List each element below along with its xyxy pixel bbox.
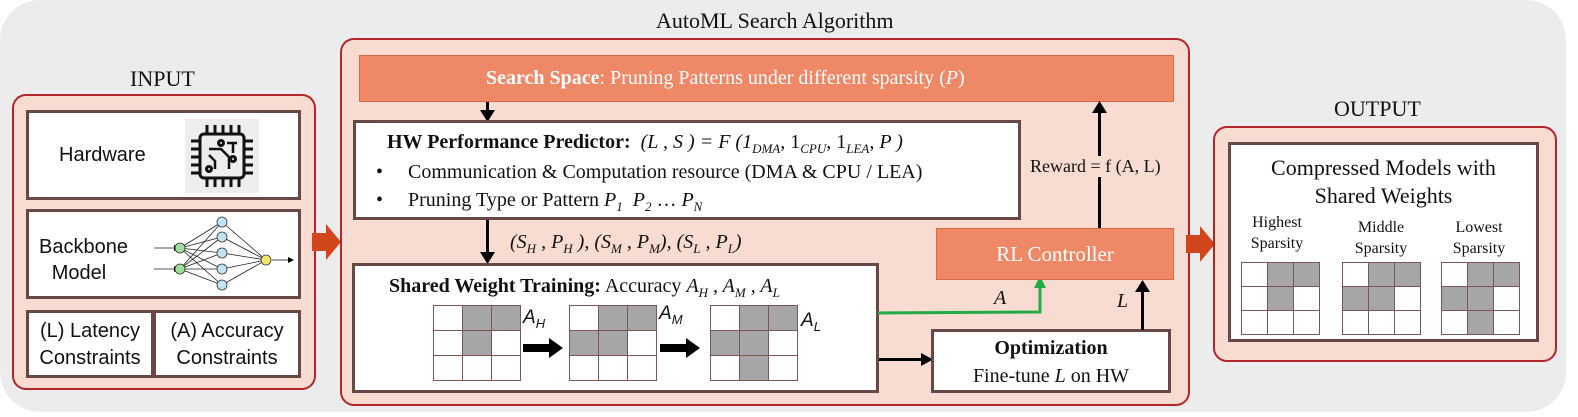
accuracy-label: (A) Accuracy Constraints bbox=[156, 318, 298, 372]
search-space-label: Search Space: Pruning Patterns under dif… bbox=[486, 67, 965, 90]
neural-network-icon bbox=[154, 216, 294, 291]
predictor-bold: HW Performance Predictor: bbox=[387, 131, 631, 153]
search-to-output-arrow bbox=[1186, 226, 1215, 262]
optimization-suffix: on HW bbox=[1070, 365, 1130, 387]
level-middle: Middle Sparsity bbox=[1339, 217, 1423, 259]
label-a-low: AL bbox=[801, 310, 821, 334]
hardware-label: Hardware bbox=[59, 144, 146, 166]
output-grid-high bbox=[1241, 262, 1320, 335]
training-title: Shared Weight Training: Accuracy AH , AM… bbox=[389, 275, 780, 300]
backbone-label: Backbone Model bbox=[39, 234, 128, 286]
predictor-formula: (L , S ) = F (1 bbox=[640, 131, 753, 153]
reward-label: Reward = f (A, L) bbox=[1030, 156, 1161, 177]
level-middle-line2: Sparsity bbox=[1354, 240, 1408, 257]
search-to-predictor-line bbox=[486, 102, 489, 112]
rl-controller-label: RL Controller bbox=[996, 242, 1114, 266]
predictor-bullet-2-text: Pruning Type or Pattern bbox=[408, 189, 600, 211]
optimization-box: Optimization Fine-tune L on HW bbox=[931, 329, 1171, 393]
optimization-fine-tune: Fine-tune bbox=[972, 365, 1050, 387]
level-lowest-line1: Lowest bbox=[1455, 219, 1503, 236]
edge-l-label: L bbox=[1117, 290, 1129, 312]
training-to-opt-line bbox=[879, 358, 923, 361]
accuracy-box: (A) Accuracy Constraints bbox=[153, 310, 301, 378]
hw-predictor-box: HW Performance Predictor: (L , S ) = F (… bbox=[353, 120, 1021, 220]
latency-label: (L) Latency Constraints bbox=[29, 318, 151, 372]
accuracy-feedback-arrow bbox=[878, 276, 1046, 315]
training-bold: Shared Weight Training: bbox=[389, 275, 601, 297]
training-grid-high bbox=[433, 305, 521, 381]
latency-line1: (L) Latency bbox=[39, 320, 141, 342]
reward-arrowhead bbox=[1092, 101, 1107, 113]
predictor-bullet-2: • Pruning Type or Pattern P1 P2 … PN bbox=[376, 189, 703, 214]
predictor-title: HW Performance Predictor: (L , S ) = F (… bbox=[387, 131, 903, 156]
level-highest: Highest Sparsity bbox=[1237, 212, 1317, 254]
backbone-box: Backbone Model bbox=[26, 209, 301, 299]
predictor-dma: DMA bbox=[752, 141, 781, 156]
level-highest-line1: Highest bbox=[1252, 214, 1302, 231]
output-box: Compressed Models with Shared Weights Hi… bbox=[1228, 142, 1539, 342]
input-to-search-arrow bbox=[312, 224, 341, 260]
search-space-bold: Search Space bbox=[486, 67, 600, 89]
accuracy-line1: (A) Accuracy bbox=[170, 320, 284, 342]
optimization-title: Optimization bbox=[994, 337, 1108, 359]
arrow-high-to-mid bbox=[523, 338, 563, 358]
search-space-close: ) bbox=[957, 67, 965, 89]
optimization-to-rl-line bbox=[1141, 290, 1144, 330]
backbone-line2: Model bbox=[51, 262, 107, 284]
edge-a-label: A bbox=[994, 287, 1007, 309]
optimization-to-rl-arrowhead bbox=[1135, 280, 1150, 292]
optimization-text: Fine-tune L on HW bbox=[934, 365, 1168, 388]
output-grid-low bbox=[1441, 262, 1520, 335]
chip-icon bbox=[185, 119, 259, 193]
label-a-high: AH bbox=[523, 307, 546, 331]
predictor-cpu: CPU bbox=[800, 141, 827, 156]
level-lowest-line2: Sparsity bbox=[1452, 240, 1506, 257]
label-a-mid: AM bbox=[659, 303, 683, 327]
output-grid-mid bbox=[1342, 262, 1421, 335]
level-lowest: Lowest Sparsity bbox=[1437, 217, 1521, 259]
search-to-predictor-arrowhead bbox=[480, 110, 495, 122]
training-to-opt-arrowhead bbox=[921, 353, 933, 366]
latency-box: (L) Latency Constraints bbox=[26, 310, 154, 378]
optimization-var: L bbox=[1054, 365, 1066, 387]
search-space-var: P bbox=[945, 67, 958, 89]
sparsity-pairs: (SH , PH ), (SM , PM), (SL , PL) bbox=[510, 231, 742, 256]
predictor-bullet-1-text: Communication & Computation resource (DM… bbox=[408, 161, 923, 183]
predictor-to-training-line bbox=[486, 220, 489, 254]
predictor-lea: LEA bbox=[846, 141, 870, 156]
training-grid-mid bbox=[569, 305, 657, 381]
output-heading: OUTPUT bbox=[1334, 96, 1421, 121]
predictor-to-training-arrowhead bbox=[480, 252, 495, 264]
arrow-mid-to-low bbox=[660, 338, 700, 358]
predictor-bullet-1: • Communication & Computation resource (… bbox=[376, 161, 923, 183]
backbone-line1: Backbone bbox=[39, 236, 128, 258]
predictor-formula-end: P ) bbox=[879, 131, 903, 153]
level-highest-line2: Sparsity bbox=[1250, 235, 1304, 252]
input-heading: INPUT bbox=[130, 66, 195, 91]
output-title-line1: Compressed Models with bbox=[1271, 155, 1496, 180]
shared-weight-training-box: Shared Weight Training: Accuracy AH , AM… bbox=[352, 263, 879, 393]
latency-line2: Constraints bbox=[39, 347, 141, 369]
automl-title: AutoML Search Algorithm bbox=[656, 8, 894, 33]
hardware-box: Hardware bbox=[26, 110, 301, 200]
rl-controller-box: RL Controller bbox=[936, 228, 1174, 280]
training-text: Accuracy bbox=[604, 275, 682, 297]
output-title-line2: Shared Weights bbox=[1314, 183, 1453, 208]
search-space-box: Search Space: Pruning Patterns under dif… bbox=[359, 55, 1174, 102]
training-grid-low bbox=[710, 305, 798, 381]
output-title: Compressed Models with Shared Weights bbox=[1231, 154, 1536, 210]
level-middle-line1: Middle bbox=[1357, 219, 1405, 236]
accuracy-line2: Constraints bbox=[176, 347, 278, 369]
search-space-text: : Pruning Patterns under different spars… bbox=[599, 67, 946, 89]
